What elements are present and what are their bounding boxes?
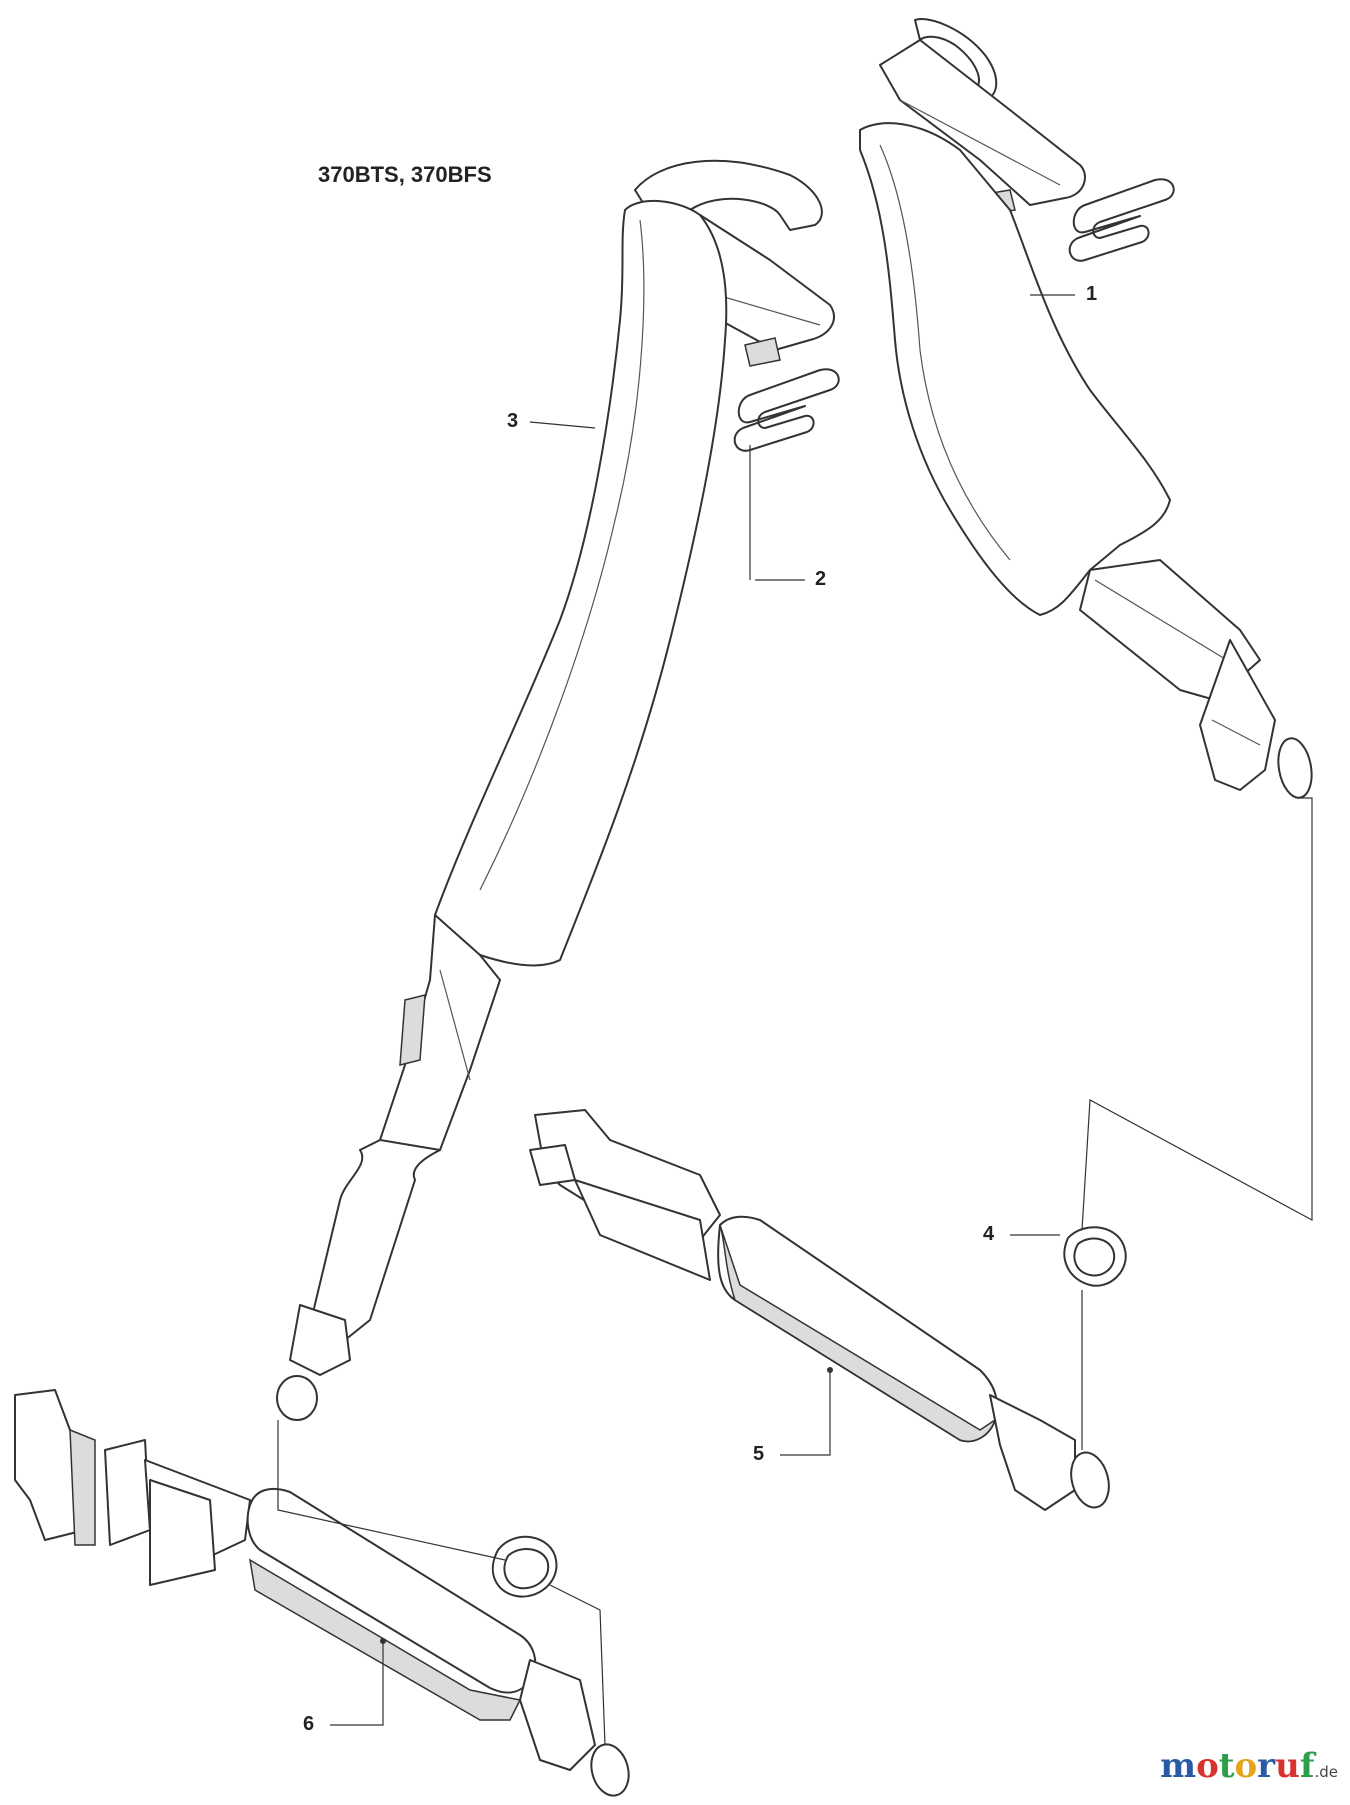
leader-5-dot [827, 1367, 833, 1373]
part-4-d-ring [1064, 1227, 1125, 1286]
part-1-shoulder-pad-right [860, 19, 1316, 800]
callout-5: 5 [753, 1443, 765, 1465]
callout-4: 4 [983, 1223, 995, 1245]
part-5-lower-strap-right [530, 1110, 1115, 1512]
watermark-letter: o [1196, 1746, 1219, 1786]
watermark-letter: o [1234, 1746, 1258, 1786]
diagram-title: 370BTS, 370BFS [318, 162, 492, 187]
watermark-letter: r [1257, 1746, 1276, 1786]
watermark-logo: motoruf.de [1160, 1746, 1338, 1786]
callout-3: 3 [507, 410, 519, 432]
part-3-shoulder-strap-left [277, 161, 834, 1420]
watermark-letter: t [1218, 1746, 1235, 1786]
d-ring-left [493, 1537, 557, 1597]
leader-3 [529, 421, 596, 429]
watermark-suffix: .de [1314, 1763, 1338, 1781]
callout-6: 6 [303, 1713, 315, 1735]
watermark-letter: u [1275, 1746, 1300, 1786]
part-6-lower-strap-left [15, 1390, 634, 1800]
watermark-letter: f [1299, 1746, 1315, 1786]
assembly-lines [277, 445, 1313, 1746]
leader-6 [330, 1643, 384, 1726]
watermark-letter: m [1160, 1746, 1197, 1786]
callout-2: 2 [815, 568, 827, 590]
leader-6-dot [380, 1638, 386, 1644]
callout-leaders [330, 294, 1075, 1726]
part-2-s-hook [735, 179, 1174, 451]
leader-5 [780, 1372, 831, 1456]
watermark-brand: motoruf [1160, 1746, 1314, 1786]
callout-1: 1 [1086, 283, 1098, 305]
